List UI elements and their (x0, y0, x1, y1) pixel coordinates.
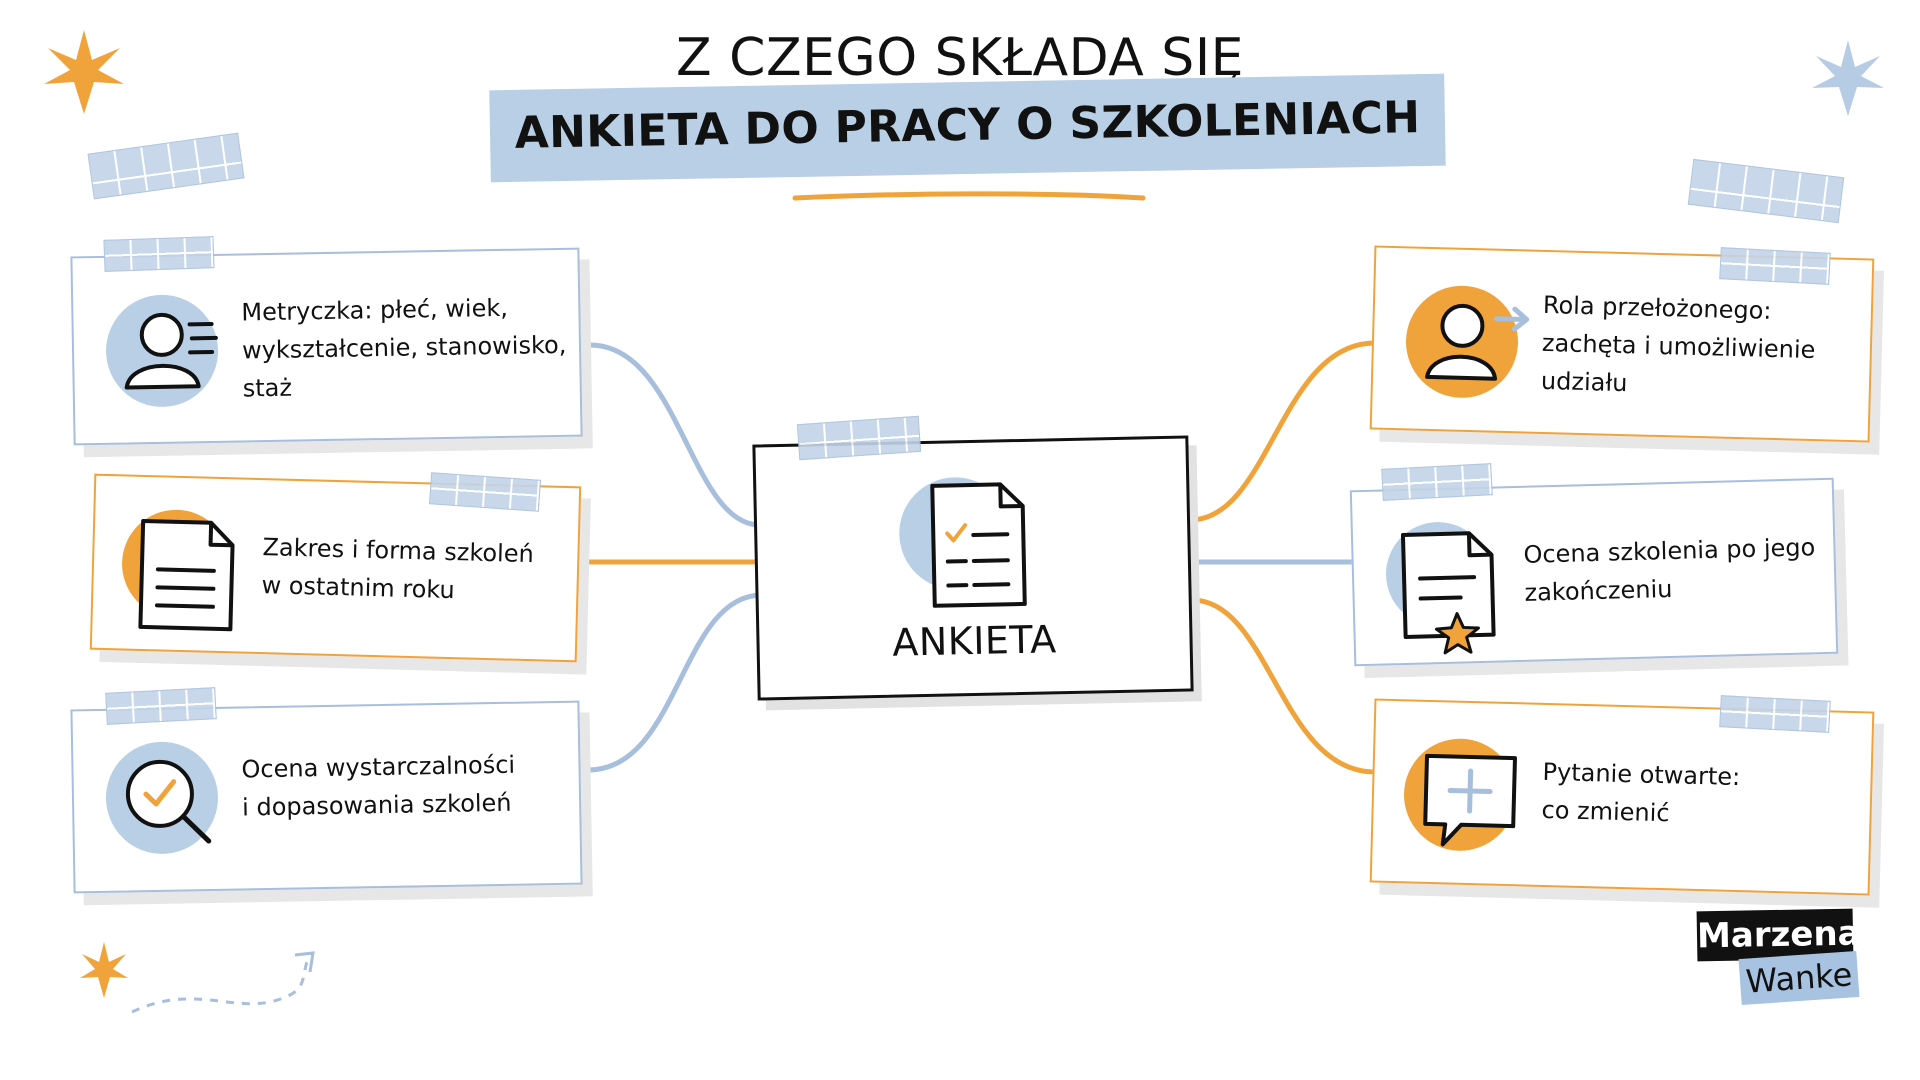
center-label: ANKIETA (891, 617, 1058, 665)
card-zakres-szkolen: Zakres i forma szkoleń w ostatnim roku (89, 473, 582, 663)
tape-decoration (103, 236, 215, 272)
connector-item-4 (1189, 340, 1376, 523)
card-line: w ostatnim roku (261, 571, 456, 605)
document-star-icon (1386, 522, 1496, 655)
tape-decoration (1719, 247, 1831, 285)
star-orange-large (44, 30, 124, 114)
card-line: Pytanie otwarte: (1542, 757, 1741, 792)
title-underline (792, 191, 1146, 201)
document-icon (122, 509, 235, 632)
tape-decoration (1381, 463, 1493, 501)
card-line: Metryczka: płeć, wiek, (241, 293, 509, 327)
page-title: Z CZEGO SKŁADA SIĘ (675, 28, 1245, 88)
card-text: Ocena szkolenia po jego zakończeniu (1523, 528, 1817, 612)
person-arrow-icon (1406, 285, 1530, 398)
tape-decoration (105, 687, 217, 725)
card-text: Rola przełożonego: zachęta i umożliwieni… (1541, 286, 1817, 407)
star-blue (1812, 40, 1884, 116)
card-line: staż (242, 373, 293, 403)
speech-bubble-plus-icon (1404, 738, 1517, 851)
card-line: zakończeniu (1524, 574, 1673, 607)
tape-decoration (1719, 695, 1831, 733)
star-orange-small (80, 942, 128, 998)
center-survey-card: ANKIETA (752, 435, 1194, 701)
connector-item-6 (1191, 597, 1376, 775)
card-text: Ocena wystarczalności i dopasowania szko… (241, 746, 516, 827)
survey-document-icon (899, 477, 1027, 608)
card-text: Pytanie otwarte: co zmienić (1541, 753, 1741, 834)
card-rola-przelozonego: Rola przełożonego: zachęta i umożliwieni… (1369, 245, 1875, 443)
card-line: Ocena wystarczalności (241, 750, 516, 784)
dashed-arrow-head (294, 951, 315, 973)
card-line: Ocena szkolenia po jego (1523, 533, 1816, 569)
card-line: udziału (1540, 366, 1628, 398)
card-metryczka: Metryczka: płeć, wiek, wykształcenie, st… (70, 247, 583, 446)
card-ocena-szkolenia: Ocena szkolenia po jego zakończeniu (1349, 477, 1839, 667)
card-text: Metryczka: płeć, wiek, wykształcenie, st… (241, 288, 567, 408)
card-line: i dopasowania szkoleń (241, 788, 512, 822)
connector-item-1 (589, 342, 761, 528)
card-pytanie-otwarte: Pytanie otwarte: co zmienić (1369, 698, 1875, 896)
connector-item-3 (587, 592, 763, 773)
person-icon (106, 294, 219, 407)
dashed-arrow-decoration (131, 953, 314, 1014)
card-line: co zmienić (1541, 795, 1670, 828)
card-text: Zakres i forma szkoleń w ostatnim roku (261, 528, 534, 611)
card-ocena-wystarczalnosci: Ocena wystarczalności i dopasowania szko… (70, 700, 583, 894)
brand-logo-last-name: Wanke (1738, 950, 1860, 1006)
magnifier-check-icon (105, 741, 218, 854)
card-line: wykształcenie, stanowisko, (241, 330, 567, 365)
